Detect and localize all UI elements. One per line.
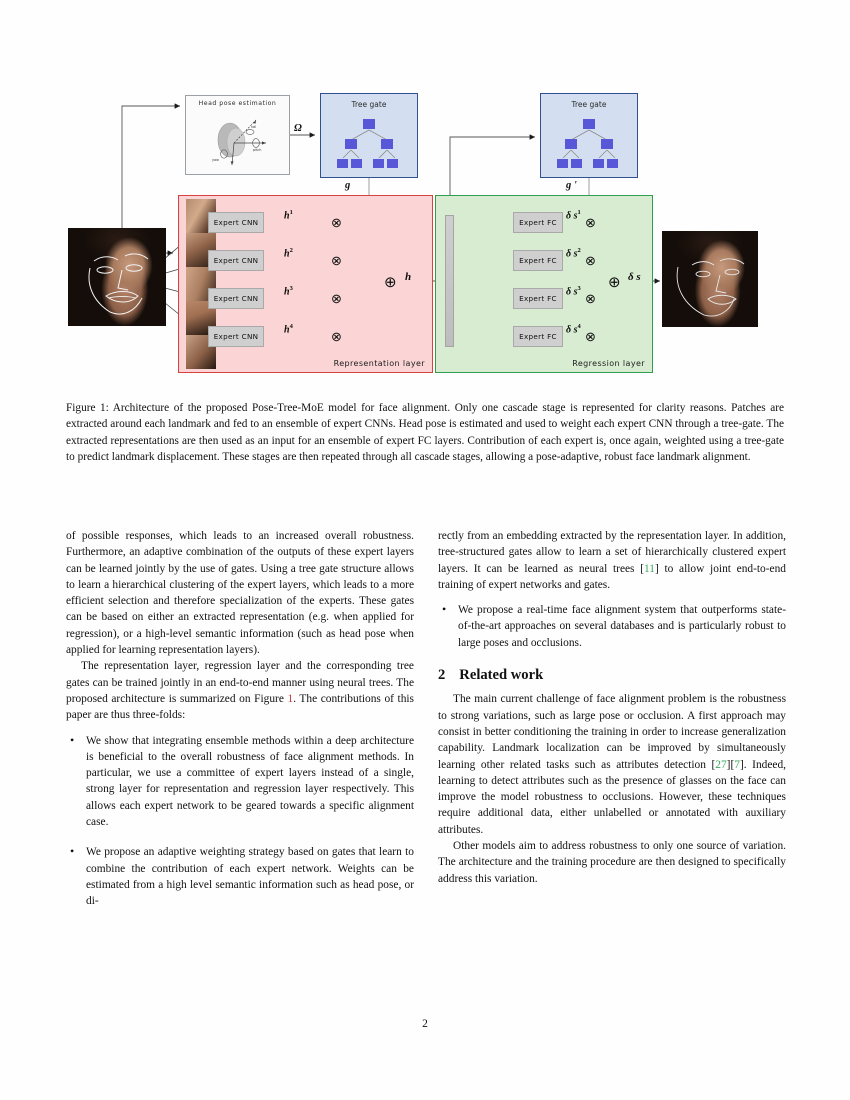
representation-output-label-h: h <box>405 271 412 283</box>
figure-cross-reference[interactable]: 1 <box>287 692 294 705</box>
input-face-landmarks-overlay <box>88 253 149 315</box>
svg-text:yaw: yaw <box>212 158 219 162</box>
multiply-operator-rep-2: ⊗ <box>331 253 342 268</box>
figure-caption-label: Figure 1: <box>66 402 109 414</box>
figure-caption: Figure 1: Architecture of the proposed P… <box>66 400 784 466</box>
paragraph-text-b: . The contributions of this paper are th… <box>66 692 414 722</box>
svg-text:roll: roll <box>251 125 256 129</box>
tree-gate-right-panel: Tree gate <box>540 93 638 178</box>
paragraph-contributions-intro: The representation layer, regression lay… <box>66 658 414 723</box>
output-face-landmarks-overlay <box>676 258 745 317</box>
body-column-left: of possible responses, which leads to an… <box>66 528 414 924</box>
section-title: Related work <box>459 667 544 684</box>
page-number: 2 <box>422 1018 428 1030</box>
paragraph-text-a: rectly from an embedding extracted by th… <box>438 530 786 575</box>
expert-cnn-output-label-1: h1 <box>284 209 293 222</box>
expert-fc-output-label-2: δ s2 <box>566 247 581 260</box>
multiply-operator-reg-2: ⊗ <box>585 253 596 268</box>
embedding-vector-bar <box>445 215 454 347</box>
output-face-image <box>662 231 758 327</box>
regression-layer-caption: Regression layer <box>572 359 645 368</box>
multiply-operator-rep-1: ⊗ <box>331 215 342 230</box>
expert-cnn-output-label-4: h4 <box>284 323 293 336</box>
input-face-image <box>68 228 166 326</box>
body-column-right: rectly from an embedding extracted by th… <box>438 528 786 887</box>
omega-pose-label: Ω <box>294 123 302 134</box>
citation-link-27[interactable]: 27 <box>715 758 727 771</box>
citation-link-11[interactable]: 11 <box>644 562 655 575</box>
paragraph-text-b: ]. Indeed, learning to detect attributes… <box>438 758 786 836</box>
expert-fc-output-label-1: δ s1 <box>566 209 581 222</box>
paragraph-continued: of possible responses, which leads to an… <box>66 530 414 657</box>
representation-layer-caption: Representation layer <box>333 359 425 368</box>
tree-gate-left-icon <box>337 119 398 168</box>
multiply-operator-reg-1: ⊗ <box>585 215 596 230</box>
expert-fc-box-4: Expert FC <box>513 326 563 347</box>
paragraph-related-work-1: The main current challenge of face align… <box>438 691 786 838</box>
tree-gate-left-panel: Tree gate <box>320 93 418 178</box>
multiply-operator-rep-3: ⊗ <box>331 291 342 306</box>
gate-output-label-g-prime: g ' <box>566 180 577 191</box>
section-number: 2 <box>438 667 446 684</box>
figure-caption-text: Architecture of the proposed Pose-Tree-M… <box>66 402 784 464</box>
multiply-operator-reg-3: ⊗ <box>585 291 596 306</box>
sum-operator-rep: ⊕ <box>384 275 397 291</box>
paragraph-related-work-2: Other models aim to address robustness t… <box>438 840 786 885</box>
expert-cnn-box-2: Expert CNN <box>208 250 264 271</box>
paragraph-text-b: ] to allow joint end-to-end training of … <box>438 562 786 591</box>
head-pose-estimation-title: Head pose estimation <box>198 100 277 107</box>
head-pose-axes-icon: roll pitch yaw <box>212 119 266 166</box>
expert-fc-box-2: Expert FC <box>513 250 563 271</box>
expert-fc-box-3: Expert FC <box>513 288 563 309</box>
expert-cnn-output-label-2: h2 <box>284 247 293 260</box>
contributions-list: We show that integrating ensemble method… <box>66 732 414 910</box>
paragraph-text-a: The representation layer, regression lay… <box>66 660 414 705</box>
sum-operator-reg: ⊕ <box>608 275 621 291</box>
multiply-operator-reg-4: ⊗ <box>585 329 596 344</box>
expert-cnn-box-1: Expert CNN <box>208 212 264 233</box>
citation-separator: ][ <box>726 758 735 771</box>
list-item: We show that integrating ensemble method… <box>66 732 414 831</box>
tree-gate-right-title: Tree gate <box>571 100 607 109</box>
expert-fc-box-1: Expert FC <box>513 212 563 233</box>
tree-gate-left-title: Tree gate <box>351 100 387 109</box>
list-item: We propose an adaptive weighting strateg… <box>66 843 414 909</box>
expert-cnn-box-3: Expert CNN <box>208 288 264 309</box>
citation-link-7[interactable]: 7 <box>734 758 740 771</box>
multiply-operator-rep-4: ⊗ <box>331 329 342 344</box>
section-heading-related-work: 2 Related work <box>438 667 786 683</box>
contributions-list-continued: We propose a real-time face alignment sy… <box>438 601 786 651</box>
regression-output-label-delta-s: δ s <box>628 271 641 283</box>
expert-cnn-output-label-3: h3 <box>284 285 293 298</box>
paragraph-bullet-continued: rectly from an embedding extracted by th… <box>438 528 786 593</box>
head-pose-estimation-panel: Head pose estimation roll pitch yaw <box>185 95 290 175</box>
tree-gate-right-icon <box>557 119 618 168</box>
paragraph-text-a: The main current challenge of face align… <box>438 693 786 771</box>
expert-cnn-box-4: Expert CNN <box>208 326 264 347</box>
expert-fc-output-label-3: δ s3 <box>566 285 581 298</box>
list-item: We propose a real-time face alignment sy… <box>438 601 786 651</box>
gate-output-label-g: g <box>345 180 351 191</box>
svg-text:pitch: pitch <box>253 148 261 152</box>
figure-1-architecture-diagram: Head pose estimation roll pitch yaw Ω <box>60 85 790 390</box>
expert-fc-output-label-4: δ s4 <box>566 323 581 336</box>
